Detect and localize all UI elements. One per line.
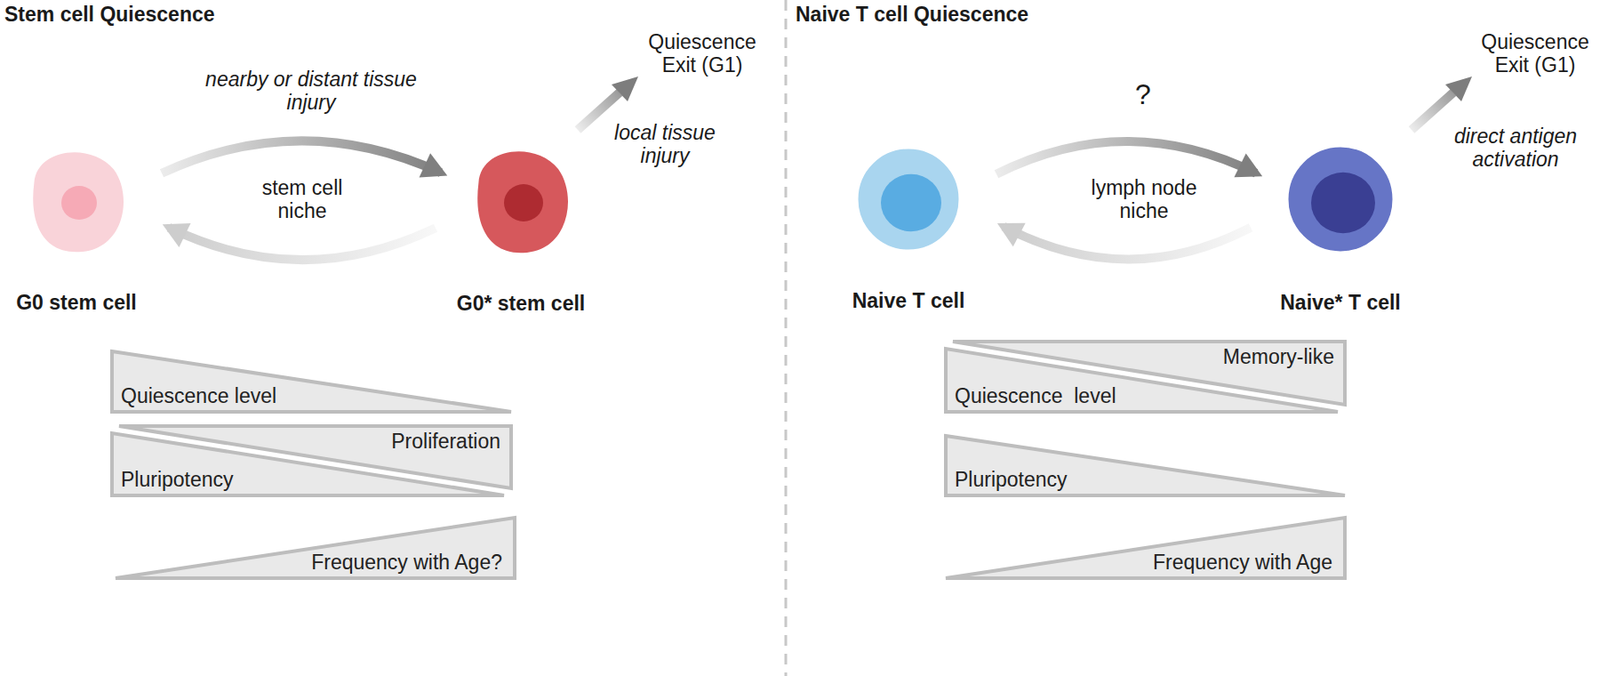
bar-triangle <box>115 517 515 578</box>
curved-arrow <box>997 223 1251 260</box>
edge-label: nearby or distant tissue injury <box>204 67 418 115</box>
annotation-label: direct antigen activation <box>1431 124 1600 172</box>
cell-shape <box>1286 144 1395 254</box>
bar-text: Proliferation <box>391 429 501 454</box>
cell-label: Naive* T cell <box>1280 290 1401 315</box>
cell-nucleus <box>61 185 97 220</box>
cell-node: Naive* T cell <box>1286 144 1395 254</box>
edge-label: ? <box>1116 78 1170 112</box>
cell-nucleus <box>1311 172 1376 233</box>
cell-label: G0* stem cell <box>456 291 585 316</box>
bar-text: Memory-like <box>1223 344 1335 369</box>
gradient-bar: Pluripotency <box>944 433 1347 497</box>
arrow-head <box>162 223 192 248</box>
curved-arrow <box>996 141 1263 177</box>
bar-text: Quiescence level <box>120 384 277 408</box>
cell-node: G0* stem cell <box>471 144 571 255</box>
bar-text: Quiescence level <box>954 384 1117 408</box>
cell-shape <box>856 146 961 252</box>
annotation-label: Quiescence Exit (G1) <box>1468 30 1600 78</box>
arrow-head <box>1233 152 1263 177</box>
cell-body <box>477 151 568 253</box>
arrow-shaft <box>996 141 1256 175</box>
arrow-shaft <box>168 227 436 260</box>
arrow-head <box>419 152 448 177</box>
bar-text: Pluripotency <box>954 467 1068 492</box>
cell-label: Naive T cell <box>852 288 966 313</box>
gradient-bar: Quiescence level <box>110 349 513 414</box>
cell-body <box>32 152 124 252</box>
cell-body <box>1287 145 1394 253</box>
exit-arrow-shaft <box>1411 92 1454 130</box>
gradient-bar: Frequency with Age? <box>113 515 517 580</box>
arrow-shaft <box>161 140 441 173</box>
gradient-bar: Frequency with Age <box>944 515 1347 580</box>
exit-arrow-head <box>611 76 639 102</box>
cell-body <box>856 147 960 251</box>
arrow-head <box>997 223 1026 248</box>
panel-divider <box>784 0 788 676</box>
arrow-shaft <box>1003 226 1251 260</box>
bar-text: Frequency with Age? <box>311 550 503 575</box>
cell-label: G0 stem cell <box>16 290 137 315</box>
gradient-bar: ProliferationPluripotency <box>110 424 513 497</box>
bar-triangle <box>945 435 1345 496</box>
curved-arrow <box>162 223 436 260</box>
cell-nucleus <box>880 174 942 232</box>
cell-nucleus <box>504 184 544 222</box>
exit-arrow-shaft <box>577 92 620 130</box>
exit-arrow-head <box>1445 76 1472 102</box>
edge-label: lymph node niche <box>1081 176 1207 224</box>
cell-node: Naive T cell <box>856 146 961 252</box>
bar-triangle <box>945 517 1345 578</box>
cell-shape <box>471 144 571 255</box>
panel-title: Naive T cell Quiescence <box>795 2 1029 27</box>
gradient-bar: Memory-likeQuiescence level <box>944 339 1347 414</box>
annotation-label: local tissue injury <box>598 120 732 168</box>
bar-triangle <box>112 351 512 412</box>
cell-shape <box>26 144 127 254</box>
cell-node: G0 stem cell <box>26 144 127 254</box>
curved-arrow <box>161 140 448 177</box>
bar-text: Pluripotency <box>120 467 234 492</box>
panel-title: Stem cell Quiescence <box>4 2 216 27</box>
edge-label: stem cell niche <box>248 176 356 224</box>
bar-text: Frequency with Age <box>1152 550 1333 575</box>
annotation-label: Quiescence Exit (G1) <box>635 30 769 78</box>
